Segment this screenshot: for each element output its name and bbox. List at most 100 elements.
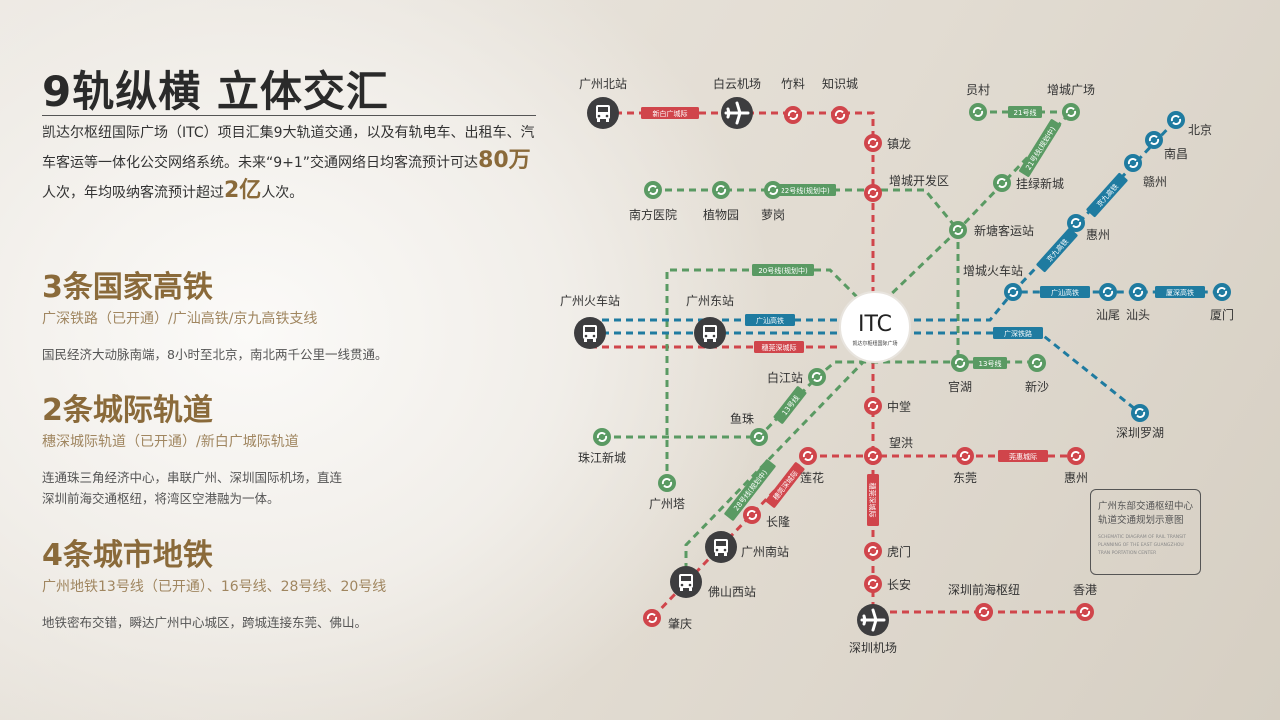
- station-label: 员村: [966, 83, 990, 97]
- station-label: 植物园: [703, 207, 739, 222]
- line-label-pill: 21号线: [1008, 106, 1042, 118]
- station-changan[interactable]: 长安: [864, 575, 911, 593]
- station-fsxz[interactable]: 佛山西站: [670, 566, 756, 599]
- station-nfyy[interactable]: 南方医院: [629, 181, 677, 222]
- station-label: 北京: [1188, 123, 1212, 137]
- station-wanghong[interactable]: 望洪: [864, 436, 913, 465]
- station-glxc[interactable]: 挂绿新城: [993, 174, 1064, 192]
- station-zcgc[interactable]: 增城广场: [1047, 83, 1095, 121]
- station-zckf[interactable]: 增城开发区: [864, 173, 949, 202]
- station-baiyun[interactable]: 白云机场: [713, 76, 761, 129]
- station-huizhou1[interactable]: 惠州: [1067, 214, 1110, 242]
- line-label: 穗莞深城际: [868, 483, 877, 518]
- station-zhongtang[interactable]: 中堂: [864, 397, 911, 415]
- transfer-icon: [864, 447, 882, 465]
- station-label: 惠州: [1064, 471, 1088, 485]
- station-xtky[interactable]: 新塘客运站: [949, 221, 1034, 239]
- station-beijing[interactable]: 北京: [1167, 111, 1212, 137]
- station-nanchang[interactable]: 南昌: [1145, 131, 1188, 161]
- station-label: 广州南站: [741, 544, 789, 559]
- line-label: 广深铁路: [1004, 329, 1032, 338]
- transfer-icon: [969, 103, 987, 121]
- station-changlong[interactable]: 长隆: [743, 506, 790, 529]
- station-gznz[interactable]: 广州南站: [705, 531, 789, 563]
- station-label: 官湖: [948, 379, 972, 394]
- station-gzhcz[interactable]: 广州火车站: [560, 293, 620, 349]
- transfer-icon: [1129, 283, 1147, 301]
- section-intercity: 2条城际轨道 穗深城际轨道（已开通）/新白广城际轨道 连通珠三角经济中心，串联广…: [42, 393, 542, 509]
- station-yuancun[interactable]: 员村: [966, 83, 990, 121]
- station-zhaoqing[interactable]: 肇庆: [643, 609, 692, 631]
- station-xiamen[interactable]: 厦门: [1210, 283, 1234, 322]
- station-hk[interactable]: 香港: [1073, 583, 1097, 621]
- station-baijiang[interactable]: 白江站: [767, 368, 826, 386]
- station-huizhou2[interactable]: 惠州: [1064, 447, 1088, 485]
- station-label: 汕头: [1126, 308, 1150, 322]
- legend-box: 广州东部交通枢纽中心轨道交通规划示意图 SCHEMATIC DIAGRAM OF…: [1090, 489, 1201, 575]
- station-szlh[interactable]: 深圳罗湖: [1116, 404, 1164, 440]
- transfer-icon: [1004, 283, 1022, 301]
- transfer-icon: [864, 542, 882, 560]
- station-szqh[interactable]: 深圳前海枢纽: [948, 582, 1020, 621]
- station-label: 珠江新城: [578, 450, 626, 465]
- line-label-pill: 广汕高铁: [745, 314, 795, 326]
- transfer-icon: [864, 575, 882, 593]
- line-label-pill: 厦深高铁: [1155, 286, 1205, 298]
- transfer-icon: [1167, 111, 1185, 129]
- station-shanwei[interactable]: 汕尾: [1096, 283, 1120, 322]
- transfer-icon: [975, 603, 993, 621]
- transfer-icon: [643, 609, 661, 627]
- station-label: 白云机场: [713, 76, 761, 91]
- transfer-icon: [1145, 131, 1163, 149]
- station-label: 惠州: [1086, 228, 1110, 242]
- station-shantou[interactable]: 汕头: [1126, 283, 1150, 322]
- station-guanhu[interactable]: 官湖: [948, 354, 972, 394]
- itc-hub[interactable]: ITC 凯达尔枢纽国际广场: [839, 291, 911, 363]
- station-zhishi[interactable]: 知识城: [822, 77, 858, 124]
- station-dongguan[interactable]: 东莞: [953, 447, 977, 485]
- itc-logo: ITC: [858, 312, 892, 337]
- line-label: 新白广城际: [653, 109, 688, 118]
- station-gzdz[interactable]: 广州东站: [686, 294, 734, 349]
- station-gzt[interactable]: 广州塔: [649, 474, 685, 511]
- line-label: 22号线(规划中): [780, 186, 830, 195]
- line-label-pill: 13号线: [773, 386, 807, 424]
- section-title: 4条城市地铁: [42, 538, 213, 573]
- legend-title: 广州东部交通枢纽中心轨道交通规划示意图: [1098, 501, 1194, 526]
- station-label: 厦门: [1210, 307, 1234, 322]
- section-desc: 国民经济大动脉南端，8小时至北京，南北两千公里一线贯通。: [42, 347, 388, 362]
- station-label: 赣州: [1143, 175, 1167, 189]
- station-zchcz[interactable]: 增城火车站: [963, 263, 1023, 301]
- station-label: 镇龙: [887, 137, 911, 151]
- station-szjc[interactable]: 深圳机场: [849, 604, 897, 655]
- line-label-pill: 广深铁路: [993, 327, 1043, 339]
- section-subtitle: 广深铁路（已开通）/广汕高铁/京九高铁支线: [42, 311, 318, 327]
- line-label-pill: 22号线(规划中): [774, 184, 836, 196]
- line-label: 21号线: [1014, 108, 1037, 117]
- station-xinsha[interactable]: 新沙: [1025, 354, 1049, 394]
- line-label: 莞惠城际: [1009, 452, 1037, 461]
- intro-part: 人次。: [261, 185, 304, 201]
- transfer-icon: [764, 181, 782, 199]
- rail-line-green: [665, 268, 862, 483]
- station-label: 佛山西站: [708, 585, 756, 599]
- station-zhuliao[interactable]: 竹料: [781, 77, 805, 124]
- station-yuzhu[interactable]: 鱼珠: [730, 412, 768, 446]
- intro-part: 凯达尔枢纽国际广场（ITC）项目汇集9大轨道交通，以及有轨电车、出租车、汽车客运…: [42, 125, 535, 171]
- line-label-pill: 穗莞深城际: [754, 341, 804, 353]
- station-zhenlong[interactable]: 镇龙: [864, 134, 911, 152]
- station-zwy[interactable]: 植物园: [703, 181, 739, 222]
- daily-flow-value: 80万: [478, 148, 531, 173]
- station-label: 东莞: [953, 471, 977, 485]
- station-label: 增城广场: [1047, 83, 1095, 97]
- station-humen[interactable]: 虎门: [864, 542, 911, 560]
- itc-name: 凯达尔枢纽国际广场: [852, 340, 897, 347]
- station-gzbei[interactable]: 广州北站: [579, 77, 627, 129]
- station-zjxc[interactable]: 珠江新城: [578, 428, 626, 465]
- station-ganzhou[interactable]: 赣州: [1124, 154, 1167, 189]
- station-lianhua[interactable]: 莲花: [799, 447, 824, 485]
- transfer-icon: [864, 134, 882, 152]
- intro-text: 凯达尔枢纽国际广场（ITC）项目汇集9大轨道交通，以及有轨电车、出租车、汽车客运…: [42, 120, 542, 207]
- station-label: 肇庆: [668, 616, 692, 631]
- station-luogang[interactable]: 萝岗: [761, 181, 785, 222]
